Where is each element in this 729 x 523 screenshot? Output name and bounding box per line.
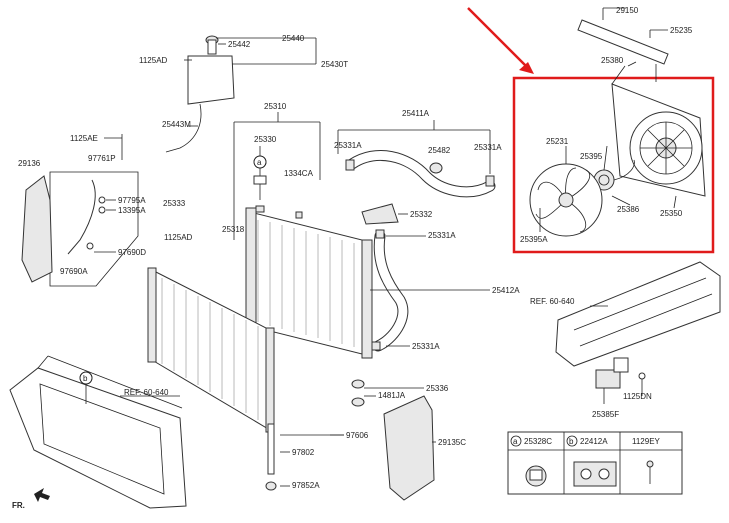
front-end-module: [9, 355, 187, 509]
side-member-right: [555, 261, 721, 367]
fan-shroud-bracket: [577, 7, 669, 82]
legend-circle-b: b: [569, 437, 574, 446]
label-25380: 25380: [601, 56, 624, 65]
label-97690A: 97690A: [60, 267, 88, 276]
callout-circle-b: [79, 371, 93, 385]
label-25443M: 25443M: [162, 120, 191, 129]
label-97761P: 97761P: [88, 154, 116, 163]
label-25231: 25231: [546, 137, 569, 146]
label-25411A: 25411A: [402, 109, 430, 118]
legend-icon-a: [525, 465, 547, 487]
label-fr: FR.: [12, 501, 25, 510]
callout-circle-a: [253, 155, 267, 169]
label-circle-a: a: [257, 158, 262, 167]
legend-table: [507, 431, 683, 495]
label-25412A: 25412A: [492, 286, 520, 295]
label-25235: 25235: [670, 26, 693, 35]
label-25482: 25482: [428, 146, 451, 155]
label-25331A-2: 25331A: [474, 143, 502, 152]
label-25310: 25310: [264, 102, 287, 111]
label-97606: 97606: [346, 431, 369, 440]
label-25330: 25330: [254, 135, 277, 144]
label-1481JA: 1481JA: [378, 391, 406, 400]
label-1125DN: 1125DN: [623, 392, 652, 401]
mount-insulators: [330, 379, 424, 436]
label-29136: 29136: [18, 159, 41, 168]
label-1125AD-mid: 1125AD: [164, 233, 193, 242]
reservoir-tank: [165, 35, 317, 153]
label-97795A: 97795A: [118, 196, 146, 205]
side-air-guard-left: [21, 175, 53, 283]
upper-hose: [337, 120, 496, 198]
label-25430T: 25430T: [321, 60, 348, 69]
label-25385F: 25385F: [592, 410, 619, 419]
label-97690D: 97690D: [118, 248, 146, 257]
fr-arrow: [34, 488, 50, 502]
legend-icon-bolt: [646, 460, 654, 484]
legend-part-a: 25328C: [524, 437, 552, 446]
label-25395A: 25395A: [520, 235, 548, 244]
label-25331A-4: 25331A: [412, 342, 440, 351]
legend-part-b: 22412A: [580, 437, 608, 446]
label-13395A: 13395A: [118, 206, 146, 215]
label-1334CA: 1334CA: [284, 169, 314, 178]
highlight-box: [512, 76, 715, 254]
fan-blade: [529, 163, 603, 237]
label-25318: 25318: [222, 225, 245, 234]
label-25395: 25395: [580, 152, 603, 161]
label-25336: 25336: [426, 384, 449, 393]
label-25331A-3: 25331A: [428, 231, 456, 240]
label-25442: 25442: [228, 40, 251, 49]
hose-bracket: [361, 203, 408, 225]
label-1125AD-top: 1125AD: [139, 56, 168, 65]
label-1125AE: 1125AE: [70, 134, 98, 143]
lower-hose: [370, 229, 490, 352]
radiator: [245, 207, 373, 359]
label-25386: 25386: [617, 205, 640, 214]
highlight-arrow: [467, 7, 534, 74]
label-ref-right: REF. 60-640: [530, 297, 575, 306]
label-29135C: 29135C: [438, 438, 466, 447]
label-ref-left: REF. 60-640: [124, 388, 169, 397]
label-29150: 29150: [616, 6, 639, 15]
side-air-guard-right: [383, 395, 436, 501]
label-25440: 25440: [282, 34, 305, 43]
label-25331A-1: 25331A: [334, 141, 362, 150]
label-97802: 97802: [292, 448, 315, 457]
legend-circle-a: a: [513, 437, 518, 446]
label-25332: 25332: [410, 210, 433, 219]
label-circle-b: b: [83, 374, 88, 383]
label-25350: 25350: [660, 209, 683, 218]
harness-bracket: [49, 134, 139, 287]
legend-part-c: 1129EY: [632, 437, 661, 446]
label-97852A: 97852A: [292, 481, 320, 490]
legend-icon-b: [573, 461, 617, 487]
radiator-group-bracket: [233, 112, 321, 240]
fan-shroud: [611, 83, 706, 197]
sensor-module: [595, 357, 646, 404]
label-25333: 25333: [163, 199, 186, 208]
